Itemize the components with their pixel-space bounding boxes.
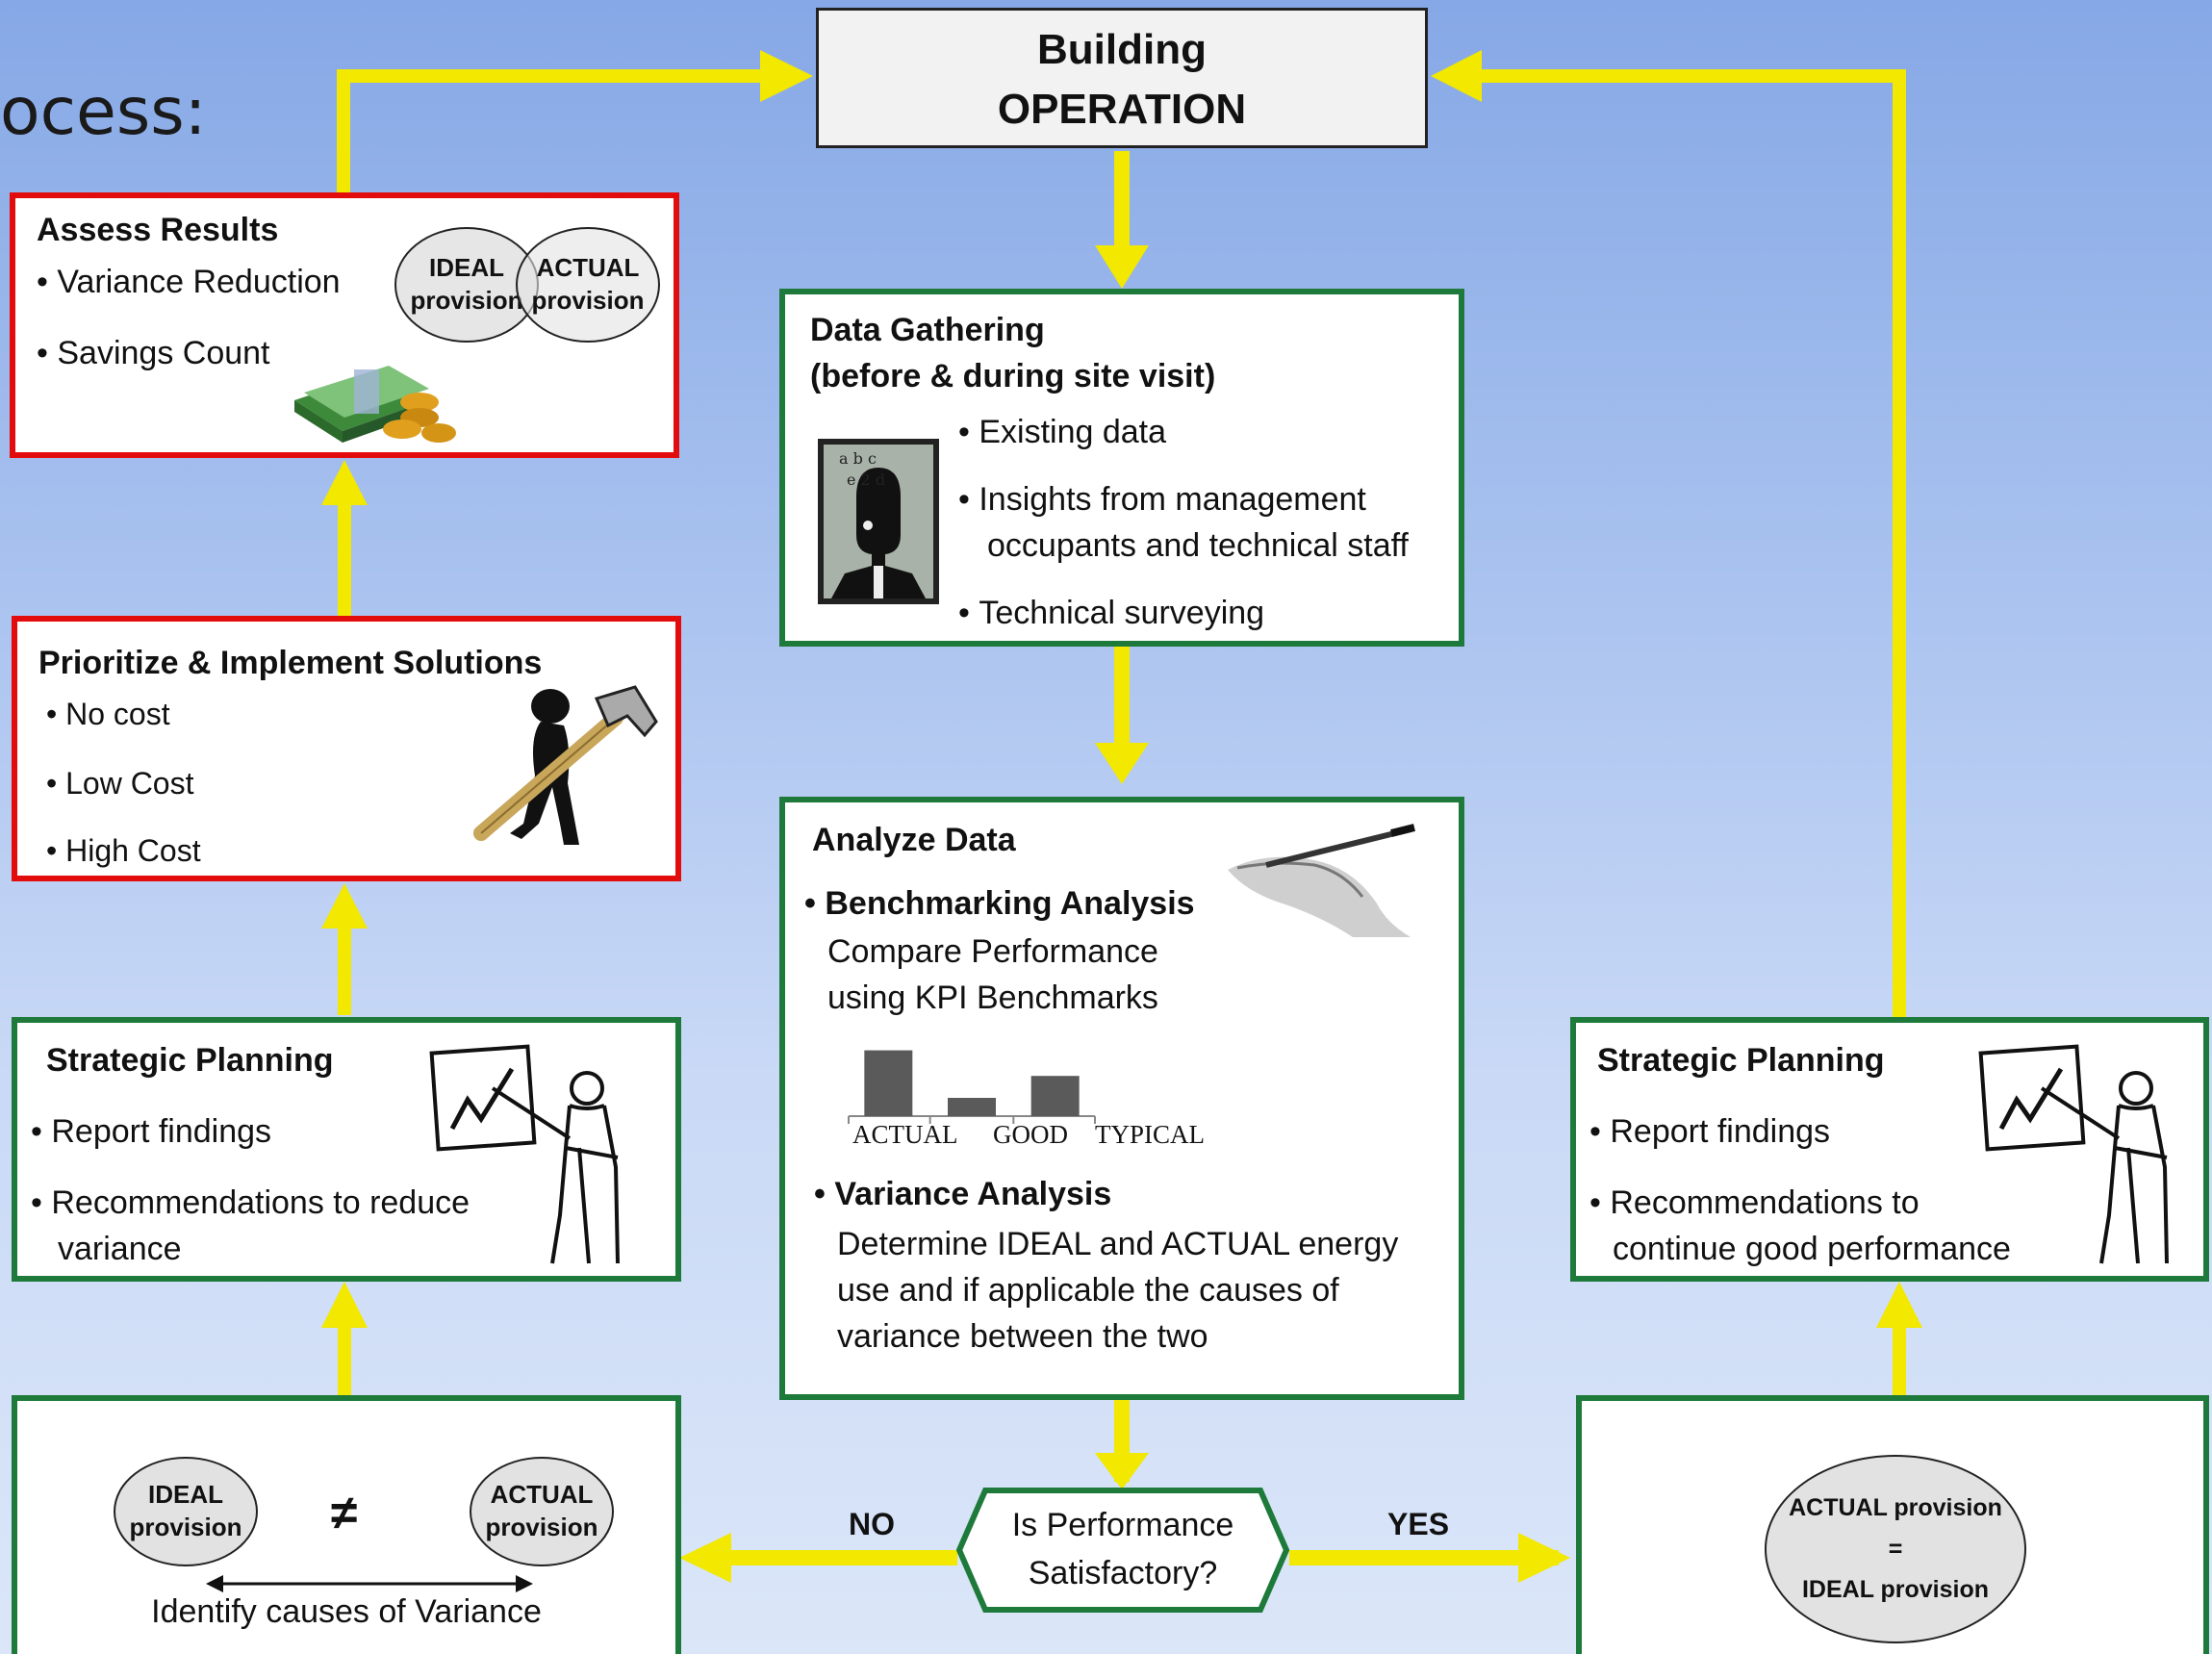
assess-actual-l1: ACTUAL bbox=[536, 253, 640, 283]
decision-hexagon bbox=[956, 1488, 1289, 1613]
dg-item-existing: Existing data bbox=[958, 414, 1166, 451]
assess-ideal-l1: IDEAL bbox=[429, 253, 504, 283]
variance-ideal-ellipse: IDEAL provision bbox=[114, 1457, 258, 1566]
prioritize-item-lowcost: Low Cost bbox=[46, 766, 193, 802]
sp-right-item2b: continue good performance bbox=[1613, 1231, 2011, 1267]
money-stack-icon bbox=[294, 366, 456, 443]
bench-title: Benchmarking Analysis bbox=[804, 885, 1194, 923]
assess-ideal-ellipse: IDEAL provision bbox=[394, 227, 539, 343]
presenter-icon bbox=[1978, 1044, 2169, 1264]
assess-actual-l2: provision bbox=[531, 286, 645, 315]
dg-item-insights-cont: occupants and technical staff bbox=[987, 527, 1409, 564]
assess-results-box: Assess Results Variance Reduction Saving… bbox=[10, 192, 679, 458]
equal-ellipse: ACTUAL provision = IDEAL provision bbox=[1765, 1455, 2026, 1643]
strategic-planning-left-box: Strategic Planning Report findings Recom… bbox=[12, 1017, 681, 1282]
prioritize-title: Prioritize & Implement Solutions bbox=[38, 645, 543, 681]
presenter-icon bbox=[429, 1044, 620, 1264]
variance-actual-l1: ACTUAL bbox=[490, 1480, 594, 1510]
assess-item-savings: Savings Count bbox=[37, 335, 269, 372]
variance-caption: Identify causes of Variance bbox=[151, 1593, 542, 1630]
dg-item-surveying: Technical surveying bbox=[958, 595, 1264, 632]
assess-title: Assess Results bbox=[37, 212, 279, 248]
chart-bar-good bbox=[948, 1098, 996, 1116]
sp-left-item1: Report findings bbox=[31, 1113, 271, 1151]
prioritize-item-nocost: No cost bbox=[46, 697, 169, 732]
chart-label-good: GOOD bbox=[993, 1120, 1068, 1149]
sp-left-item2a: Recommendations to reduce bbox=[31, 1184, 470, 1222]
head-letters-icon: a b c e 2 d bbox=[818, 439, 939, 604]
equal-line2: = bbox=[1888, 1535, 1903, 1563]
sp-right-title: Strategic Planning bbox=[1597, 1042, 1885, 1079]
chart-bar-actual bbox=[864, 1050, 913, 1116]
hammer-man-icon bbox=[473, 685, 658, 845]
decision-line2: Satisfactory? bbox=[1028, 1555, 1218, 1591]
variance-line1: Determine IDEAL and ACTUAL energy bbox=[837, 1226, 1399, 1262]
not-equal-sign: ≠ bbox=[331, 1486, 358, 1539]
slide-title: ocess: bbox=[0, 74, 207, 150]
variance-ideal-l2: provision bbox=[129, 1513, 242, 1541]
no-label: NO bbox=[849, 1507, 895, 1541]
analyze-data-box: Analyze Data Benchmarking Analysis Compa… bbox=[779, 797, 1464, 1400]
analyze-title: Analyze Data bbox=[812, 822, 1016, 858]
pen-hand-icon bbox=[1228, 824, 1415, 937]
equal-line1: ACTUAL provision bbox=[1789, 1494, 2002, 1522]
sp-right-item2a: Recommendations to bbox=[1589, 1184, 1919, 1222]
building-line1: Building bbox=[1037, 26, 1207, 73]
sp-right-item1: Report findings bbox=[1589, 1113, 1830, 1151]
prioritize-box: Prioritize & Implement Solutions No cost… bbox=[12, 616, 681, 881]
sp-left-item2b: variance bbox=[58, 1231, 182, 1267]
variance-ideal-l1: IDEAL bbox=[148, 1480, 223, 1510]
double-arrow bbox=[206, 1575, 533, 1592]
equal-line3: IDEAL provision bbox=[1801, 1576, 1989, 1604]
sp-left-title: Strategic Planning bbox=[46, 1042, 334, 1079]
provision-equal-box: ACTUAL provision = IDEAL provision bbox=[1576, 1395, 2209, 1654]
strategic-planning-right-box: Strategic Planning Report findings Recom… bbox=[1570, 1017, 2209, 1282]
yes-label: YES bbox=[1387, 1507, 1450, 1541]
assess-ideal-l2: provision bbox=[410, 286, 523, 315]
dg-item-insights: Insights from management bbox=[958, 481, 1366, 519]
identify-variance-box: IDEAL provision ≠ ACTUAL provision Ident… bbox=[12, 1395, 681, 1654]
data-gathering-title: Data Gathering bbox=[810, 312, 1045, 348]
variance-title: Variance Analysis bbox=[814, 1176, 1111, 1213]
data-gathering-box: Data Gathering (before & during site vis… bbox=[779, 289, 1464, 647]
bench-line2: using KPI Benchmarks bbox=[827, 980, 1158, 1016]
decision-line1: Is Performance bbox=[1011, 1507, 1234, 1543]
assess-actual-ellipse: ACTUAL provision bbox=[516, 227, 660, 343]
bench-line1: Compare Performance bbox=[827, 933, 1158, 970]
svg-text:a b c: a b c bbox=[839, 449, 877, 468]
variance-line2: use and if applicable the causes of bbox=[837, 1272, 1339, 1309]
building-line2: OPERATION bbox=[997, 86, 1247, 133]
data-gathering-subtitle: (before & during site visit) bbox=[810, 358, 1216, 394]
building-operation-box: Building OPERATION bbox=[816, 8, 1428, 148]
variance-actual-l2: provision bbox=[485, 1513, 598, 1541]
svg-text:e 2 d: e 2 d bbox=[847, 471, 885, 489]
chart-bar-typical bbox=[1030, 1076, 1080, 1116]
assess-item-variance: Variance Reduction bbox=[37, 264, 340, 301]
variance-line3: variance between the two bbox=[837, 1318, 1208, 1355]
benchmark-bar-chart bbox=[848, 1050, 1096, 1124]
variance-actual-ellipse: ACTUAL provision bbox=[470, 1457, 614, 1566]
chart-label-typical: TYPICAL bbox=[1095, 1120, 1205, 1149]
prioritize-item-highcost: High Cost bbox=[46, 833, 201, 869]
chart-label-actual: ACTUAL bbox=[852, 1120, 958, 1149]
